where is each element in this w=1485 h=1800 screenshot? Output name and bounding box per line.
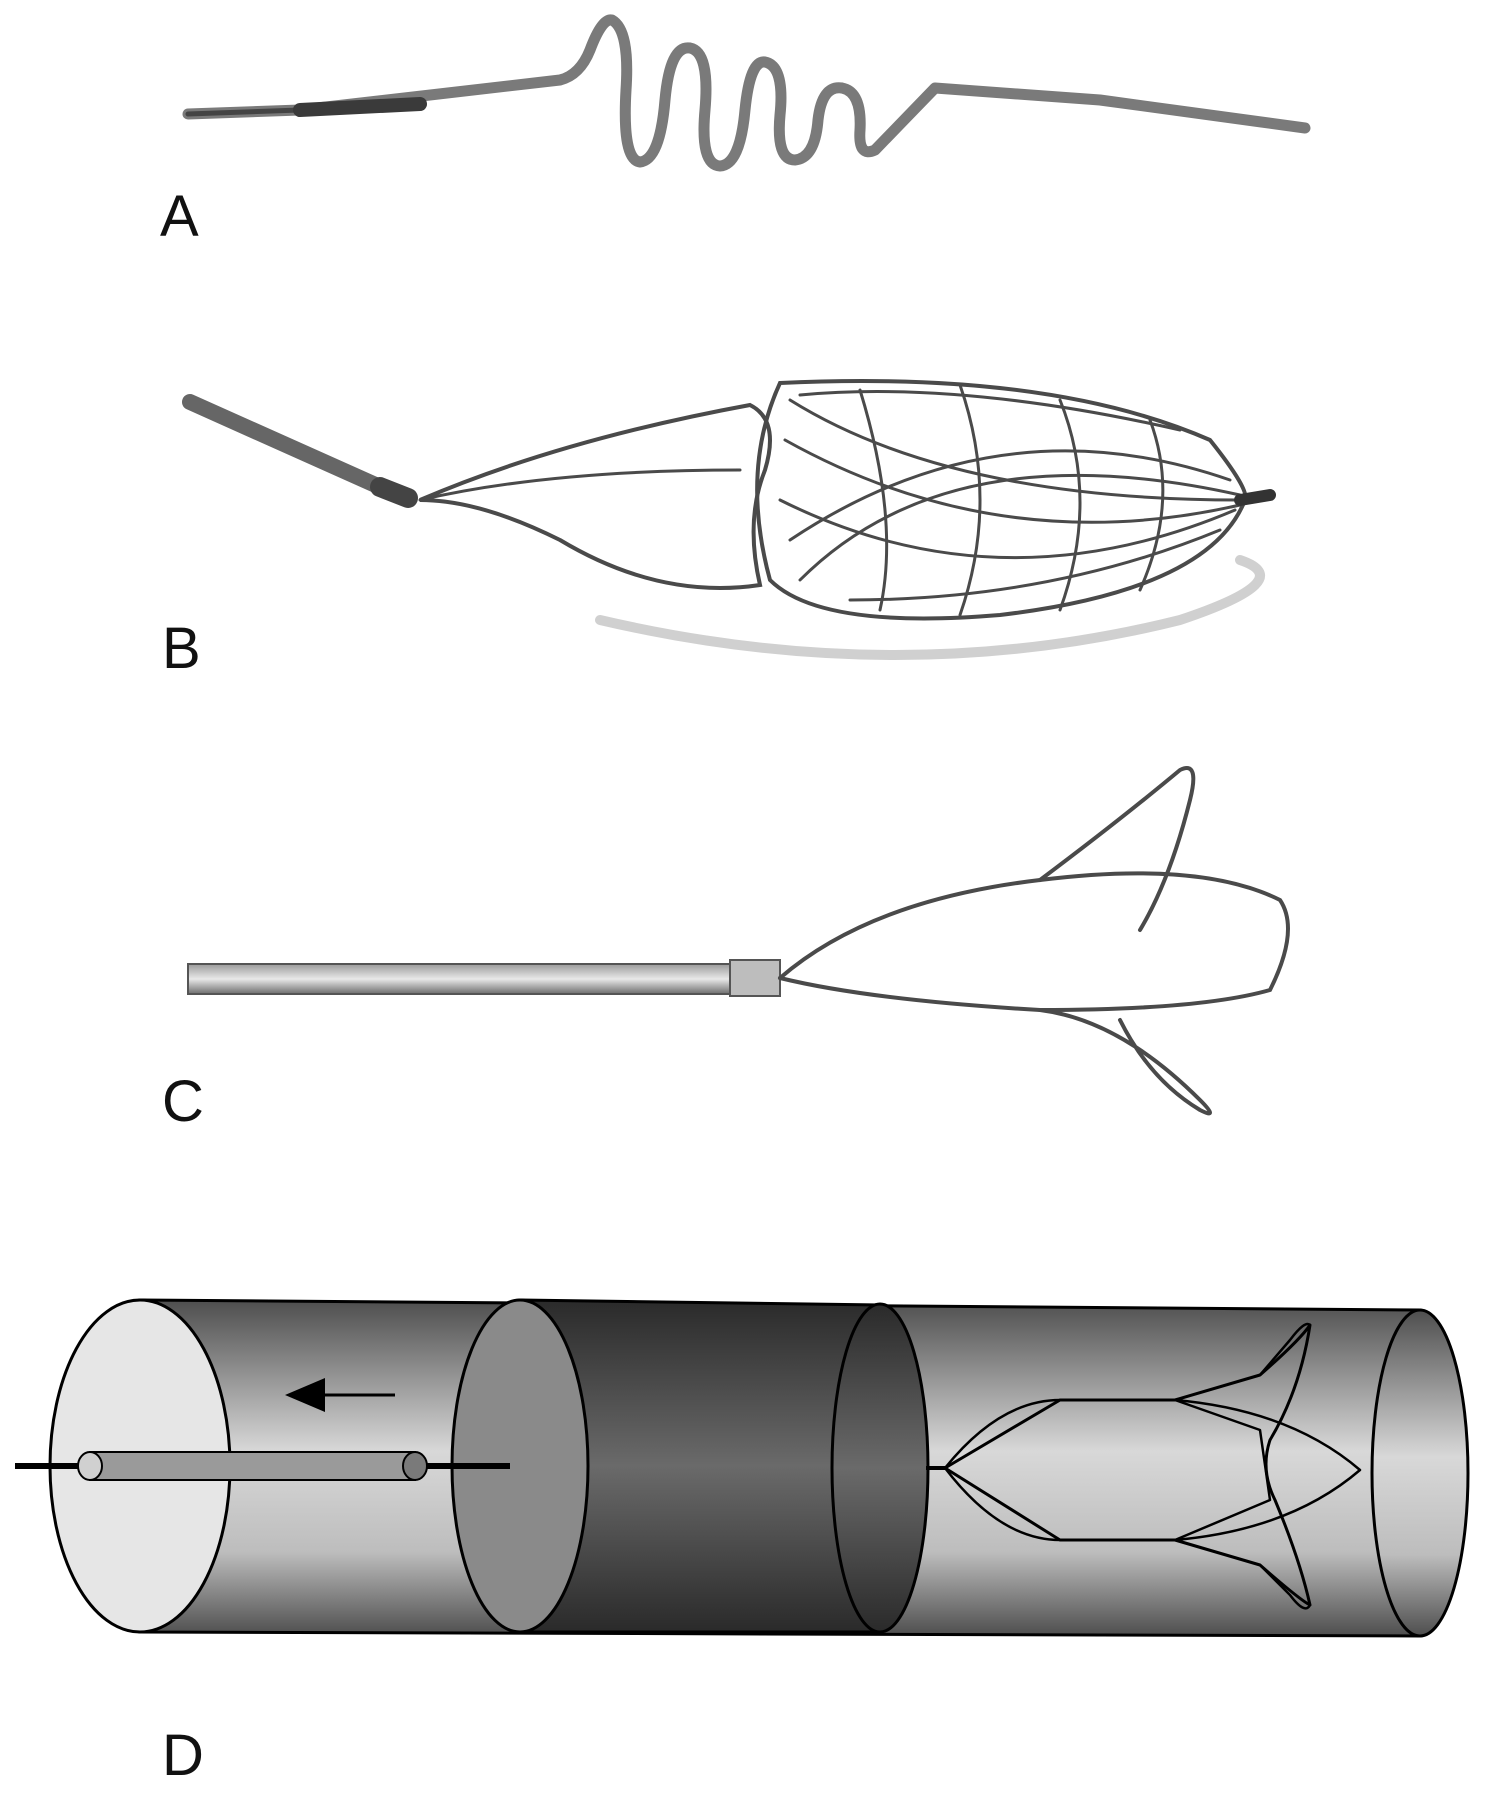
snare-loops	[943, 1322, 1362, 1610]
left-arrow-icon	[285, 1378, 395, 1412]
panel-label-b: B	[162, 616, 201, 681]
panel-label-c: C	[162, 1069, 204, 1134]
panel-label-a: A	[160, 184, 199, 249]
panel-label-d: D	[162, 1723, 204, 1788]
catheter-tube	[89, 1451, 416, 1481]
